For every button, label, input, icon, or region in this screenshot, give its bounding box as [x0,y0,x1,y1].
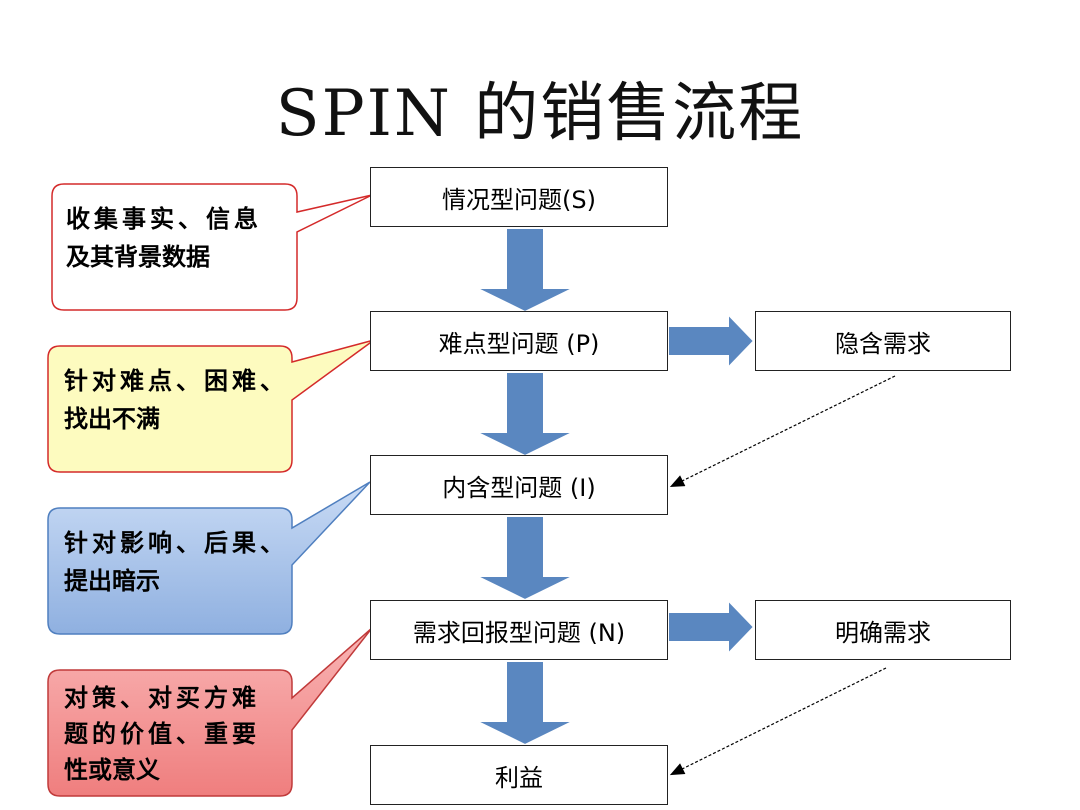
callout-4-line-2: 题的价值、重要 [64,720,260,748]
callout-1-line-1: 收集事实、信息 [66,205,262,233]
callout-4-line-3: 性或意义 [64,756,160,784]
benefit-box: 利益 [370,745,668,805]
callout-1-line-2: 及其背景数据 [66,243,210,271]
slide-title: SPIN 的销售流程 [275,77,805,151]
callout-1-text: 收集事实、信息 及其背景数据 [66,200,262,276]
implied-need-label: 隐含需求 [835,329,931,358]
step-box-i: 内含型问题 (I) [370,455,668,515]
step-label-s: 情况型问题(S) [442,185,596,214]
down-arrow-1 [475,227,575,314]
step-box-n: 需求回报型问题 (N) [370,600,668,660]
dashed-arrow-2 [669,667,887,776]
dashed-arrow-1 [669,375,896,488]
down-arrow-4 [475,660,575,747]
callout-3-shape [47,481,371,635]
callout-1-shape [51,183,373,311]
callout-3-line-2: 提出暗示 [64,567,160,595]
explicit-need-label: 明确需求 [835,618,931,647]
callout-2-text: 针对难点、困难、 找出不满 [64,362,288,438]
callout-3-line-1: 针对影响、后果、 [64,529,288,557]
step-box-s: 情况型问题(S) [370,167,668,227]
explicit-need-box: 明确需求 [755,600,1011,660]
right-arrow-1 [667,311,756,371]
step-box-p: 难点型问题 (P) [370,311,668,371]
step-label-p: 难点型问题 (P) [438,329,600,358]
callout-4-shape [47,627,373,797]
callout-4-text: 对策、对买方难 题的价值、重要 性或意义 [64,680,260,788]
callout-2-shape [47,339,375,473]
step-label-n: 需求回报型问题 (N) [412,618,626,647]
callout-2-line-1: 针对难点、困难、 [64,367,288,395]
benefit-label: 利益 [495,763,543,792]
step-label-i: 内含型问题 (I) [442,473,596,502]
right-arrow-2 [667,597,756,657]
down-arrow-2 [475,371,575,458]
callout-2-line-2: 找出不满 [64,405,160,433]
implied-need-box: 隐含需求 [755,311,1011,371]
callout-4-line-1: 对策、对买方难 [64,684,260,712]
callout-3-text: 针对影响、后果、 提出暗示 [64,524,288,600]
down-arrow-3 [475,515,575,602]
